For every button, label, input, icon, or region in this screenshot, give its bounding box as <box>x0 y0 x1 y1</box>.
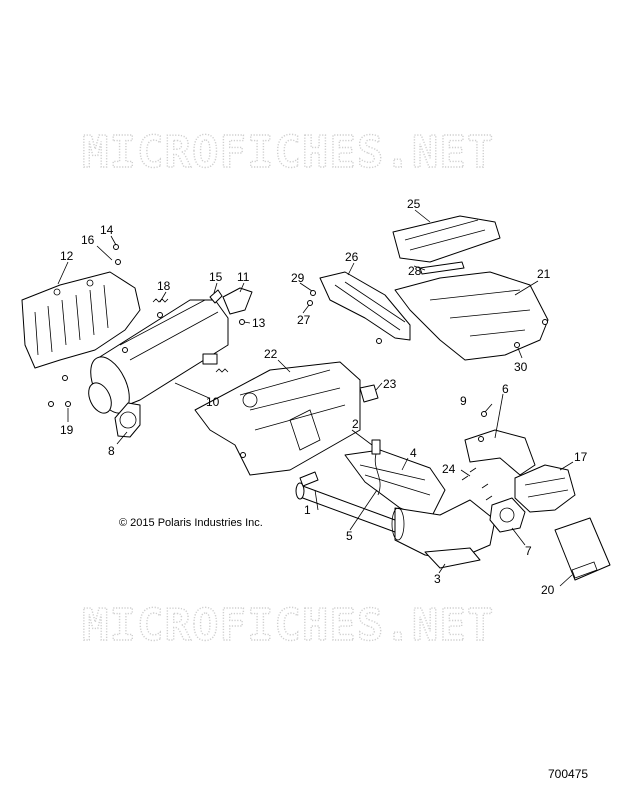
part-bolt-27 <box>307 300 313 306</box>
part-washer-16 <box>115 259 121 265</box>
part-pipe-heat-shield <box>344 449 446 521</box>
callout-3: 3 <box>434 572 441 586</box>
part-bolt-14 <box>113 244 119 250</box>
callout-17: 17 <box>574 450 588 464</box>
part-sensor-wire <box>374 453 381 496</box>
part-bracket-23 <box>359 384 379 403</box>
part-muffler-guard <box>194 361 361 476</box>
callout-15: 15 <box>209 270 223 284</box>
part-manifold-heat-shield <box>514 464 576 513</box>
part-nut-29 <box>310 290 316 296</box>
callout-4: 4 <box>410 446 417 460</box>
part-bolt-19 <box>48 375 71 407</box>
part-header-gasket <box>424 547 481 569</box>
callout-10: 10 <box>206 395 220 409</box>
part-strap-28 <box>419 261 465 275</box>
callout-30: 30 <box>514 360 528 374</box>
part-screw-13 <box>239 319 245 325</box>
copyright-caption: © 2015 Polaris Industries Inc. <box>119 517 263 529</box>
callout-27: 27 <box>297 313 311 327</box>
part-catalyst <box>391 499 496 561</box>
callout-21: 21 <box>537 267 551 281</box>
part-bolt-9 <box>481 411 487 417</box>
part-clip-15 <box>209 289 223 304</box>
callout-8: 8 <box>108 444 115 458</box>
callout-12: 12 <box>60 249 74 263</box>
callout-25: 25 <box>407 197 421 211</box>
callout-19: 19 <box>60 423 74 437</box>
callout-16: 16 <box>81 233 95 247</box>
callout-2: 2 <box>352 417 359 431</box>
callout-23: 23 <box>383 377 397 391</box>
document-number: 700475 <box>548 767 588 781</box>
callout-6: 6 <box>502 382 509 396</box>
part-muffler-gasket <box>114 402 141 438</box>
callout-11: 11 <box>237 270 250 284</box>
callout-14: 14 <box>100 223 114 237</box>
callout-26: 26 <box>345 250 359 264</box>
callout-22: 22 <box>264 347 278 361</box>
part-tailpipe-cap <box>222 287 253 315</box>
part-bolts-24 <box>461 467 493 501</box>
callout-28: 28 <box>408 264 422 278</box>
callout-29: 29 <box>291 271 305 285</box>
part-side-heat-shield <box>319 271 411 344</box>
callout-7: 7 <box>525 544 532 558</box>
part-flange-gasket <box>489 497 526 533</box>
part-upper-heat-shield <box>464 429 536 476</box>
part-muffler-heat-shield <box>21 271 141 369</box>
part-plate <box>554 517 611 581</box>
callout-20: 20 <box>541 583 555 597</box>
part-floor-heat-shield <box>394 271 549 361</box>
callout-1: 1 <box>304 503 311 517</box>
leader-lines <box>57 209 574 587</box>
callout-5: 5 <box>346 529 353 543</box>
callout-18: 18 <box>157 279 171 293</box>
callout-13: 13 <box>252 316 266 330</box>
part-exhaust-pipe <box>295 471 396 533</box>
callouts: 1 2 3 4 5 6 7 8 9 10 11 12 13 14 15 16 1… <box>60 197 588 597</box>
part-oxygen-sensor <box>371 439 381 455</box>
watermark-bottom: MICROFICHES.NET <box>82 600 494 651</box>
callout-9: 9 <box>460 394 467 408</box>
watermark-top: MICROFICHES.NET <box>82 127 494 178</box>
part-upper-shield <box>392 215 501 263</box>
callout-24: 24 <box>442 462 456 476</box>
